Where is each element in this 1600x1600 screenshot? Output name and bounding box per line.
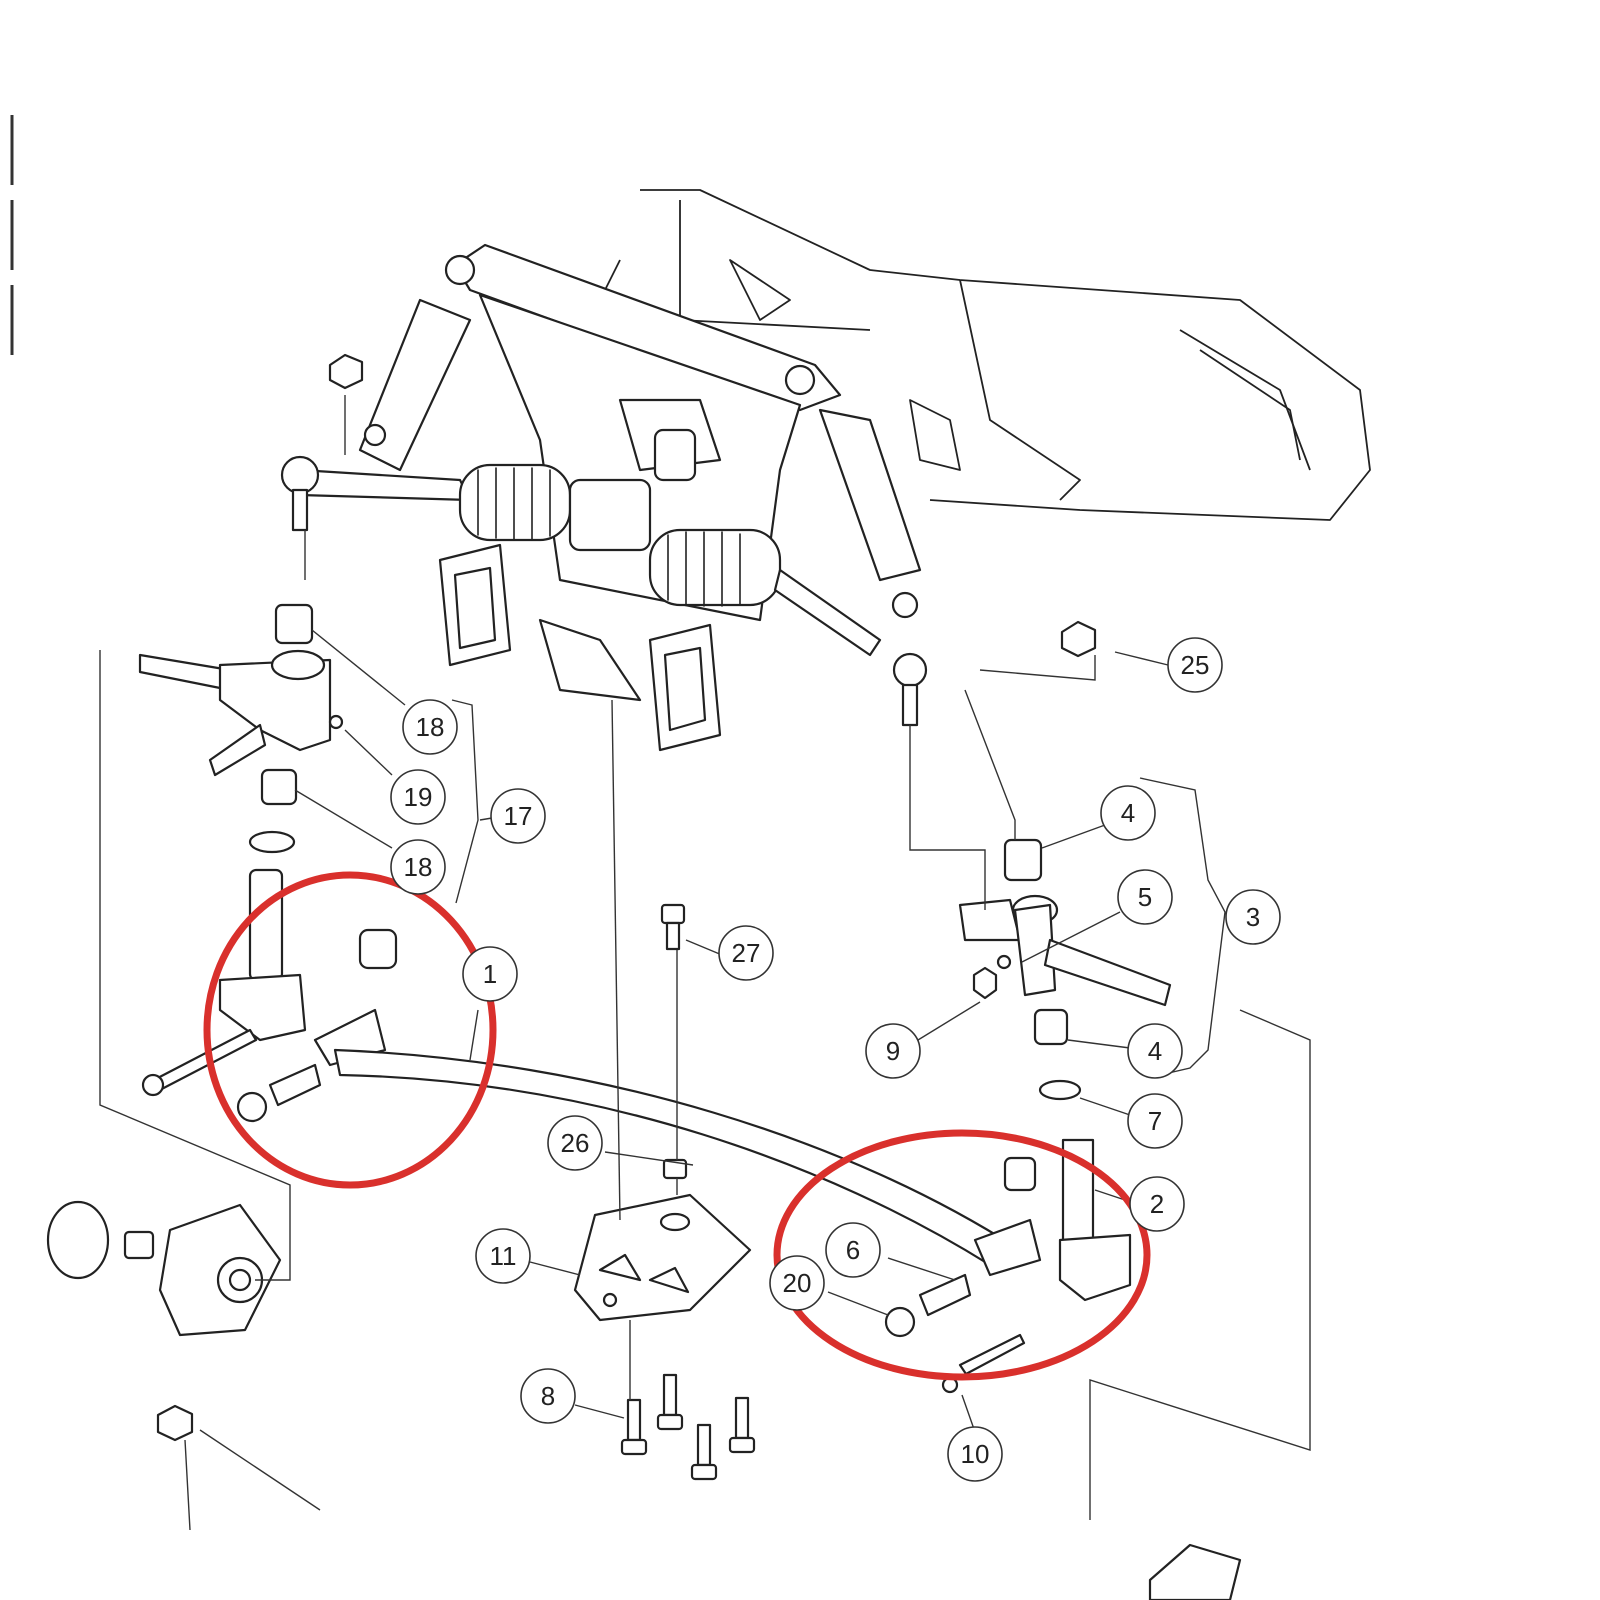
steering-rack: [298, 428, 882, 657]
svg-text:20: 20: [783, 1268, 812, 1298]
vehicle-frame: [599, 189, 1371, 521]
svg-text:18: 18: [416, 712, 445, 742]
top-flange-nut: [328, 353, 364, 390]
right-spindle-assembly: [958, 838, 1172, 1101]
right-shock-absorber: [784, 364, 922, 619]
callout-20: 20: [769, 1255, 825, 1311]
callout-26: 26: [547, 1115, 603, 1171]
svg-text:3: 3: [1246, 902, 1260, 932]
callout-7: 7: [1127, 1093, 1183, 1149]
callout-17: 17: [490, 788, 546, 844]
nut-26: [662, 1158, 688, 1180]
callout-10: 10: [947, 1426, 1003, 1482]
callout-4-upper: 4: [1100, 785, 1156, 841]
callout-5: 5: [1117, 869, 1173, 925]
svg-text:1: 1: [483, 959, 497, 989]
callout-4-lower: 4: [1127, 1023, 1183, 1079]
center-mount-bracket: [573, 1193, 752, 1322]
crossmember-plate: [453, 243, 842, 622]
bolts-8: [620, 1373, 756, 1481]
svg-text:4: 4: [1121, 798, 1135, 828]
callout-6: 6: [825, 1222, 881, 1278]
left-spindle-assembly: [138, 603, 344, 854]
svg-text:9: 9: [886, 1036, 900, 1066]
callout-25: 25: [1167, 637, 1223, 693]
svg-text:5: 5: [1138, 882, 1152, 912]
svg-text:19: 19: [404, 782, 433, 812]
leader-lines: [99, 395, 1311, 1531]
callout-8: 8: [520, 1368, 576, 1424]
svg-text:6: 6: [846, 1235, 860, 1265]
callout-19: 19: [390, 769, 446, 825]
right-kingpin-knuckle: [884, 1138, 1132, 1394]
svg-text:18: 18: [404, 852, 433, 882]
svg-text:27: 27: [732, 938, 761, 968]
callout-27: 27: [718, 925, 774, 981]
bottom-flange-nut: [156, 1404, 194, 1442]
callout-18-lower: 18: [390, 839, 446, 895]
right-tie-rod-end: [892, 652, 928, 727]
svg-text:2: 2: [1150, 1189, 1164, 1219]
svg-text:26: 26: [561, 1128, 590, 1158]
svg-text:17: 17: [504, 801, 533, 831]
svg-text:8: 8: [541, 1381, 555, 1411]
right-highlight-circle: [773, 1129, 1151, 1381]
svg-text:11: 11: [490, 1241, 517, 1271]
callout-18-upper: 18: [402, 699, 458, 755]
svg-text:4: 4: [1148, 1036, 1162, 1066]
bolt-27: [660, 903, 686, 951]
wheel-hub: [46, 1200, 282, 1337]
frame-brackets: [438, 543, 722, 752]
left-tie-rod-end: [280, 455, 320, 532]
left-kingpin-knuckle: [141, 868, 398, 1123]
callout-1: 1: [462, 946, 518, 1002]
svg-text:7: 7: [1148, 1106, 1162, 1136]
callout-11: 11: [475, 1228, 531, 1284]
callout-9: 9: [865, 1023, 921, 1079]
svg-text:25: 25: [1181, 650, 1210, 680]
svg-text:10: 10: [961, 1439, 990, 1469]
bottom-right-part: [1148, 1543, 1242, 1600]
left-shock-absorber: [358, 254, 476, 472]
callout-3: 3: [1225, 889, 1281, 945]
left-highlight-circle: [203, 871, 497, 1189]
callout-2: 2: [1129, 1176, 1185, 1232]
flange-nut-25: [1060, 620, 1097, 658]
